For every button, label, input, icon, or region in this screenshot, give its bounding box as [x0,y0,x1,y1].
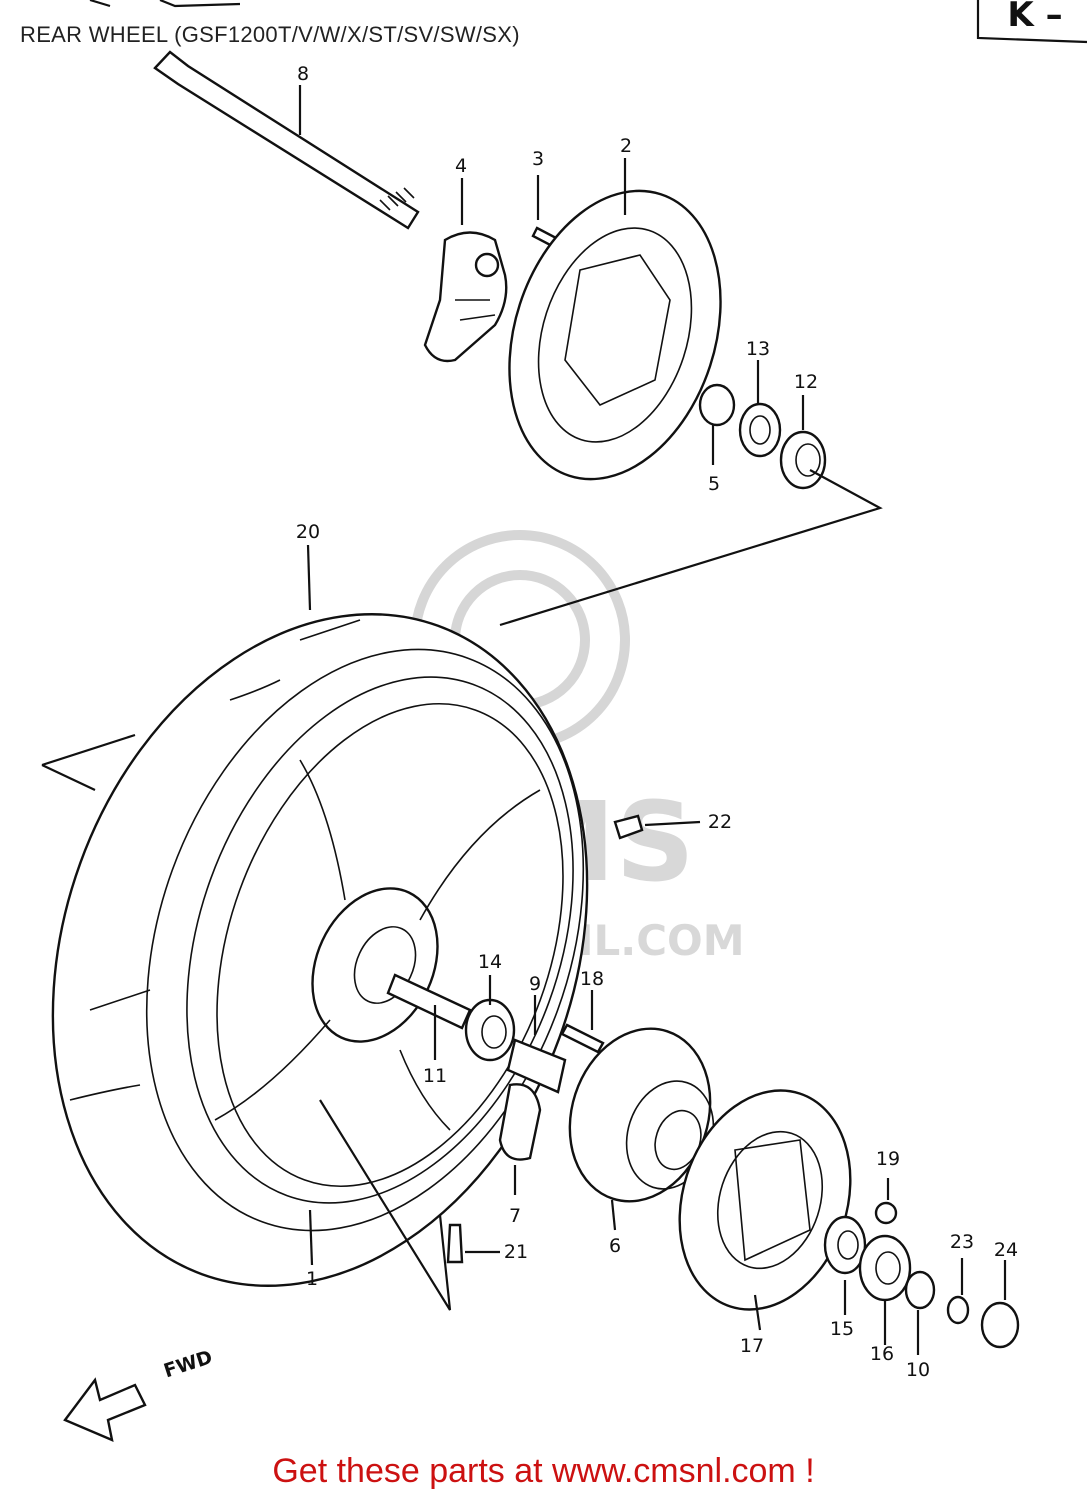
section-tag: K – [976,0,1087,44]
callout-2: 2 [620,135,632,157]
part-spacer-seal-bearing [698,383,827,490]
section-tag-label: K – [1007,0,1062,35]
callout-6: 6 [609,1235,621,1257]
callout-23: 23 [950,1231,974,1253]
callout-10: 10 [906,1359,930,1381]
callout-13: 13 [746,338,770,360]
callout-17: 17 [740,1335,764,1357]
fwd-label: FWD [161,1346,215,1382]
part-cushion [498,1083,542,1161]
part-sprocket-drum [568,1027,715,1203]
callout-19: 19 [876,1148,900,1170]
part-stud [560,1023,605,1054]
callout-5: 5 [708,473,720,495]
part-brake-disc [508,189,722,481]
callout-21: 21 [504,1241,528,1263]
callout-12: 12 [794,371,818,393]
callout-11: 11 [423,1065,447,1087]
callout-14: 14 [478,951,502,973]
part-caliper-bracket [423,231,508,363]
page-title: REAR WHEEL (GSF1200T/V/W/X/ST/SV/SW/SX) [20,22,520,47]
callout-4: 4 [455,155,467,177]
footer-link[interactable]: Get these parts at www.cmsnl.com ! [272,1452,815,1490]
callout-15: 15 [830,1318,854,1340]
part-wheel-tyre [51,613,589,1287]
part-rear-sprocket [678,1089,852,1311]
part-valve [446,1223,464,1264]
callout-3: 3 [532,148,544,170]
callout-9: 9 [529,973,541,995]
part-hub-spacers [386,973,567,1094]
callout-20: 20 [296,521,320,543]
callout-22: 22 [708,811,732,833]
part-axle [153,50,420,230]
forward-direction-arrow: FWD [63,1346,215,1442]
callout-24: 24 [994,1239,1018,1261]
callout-16: 16 [870,1343,894,1365]
part-nut-washer-set [823,1201,1020,1349]
callout-7: 7 [509,1205,521,1227]
callout-1: 1 [306,1268,318,1290]
part-balancer-weight [613,814,644,840]
callout-18: 18 [580,968,604,990]
callout-8: 8 [297,63,309,85]
